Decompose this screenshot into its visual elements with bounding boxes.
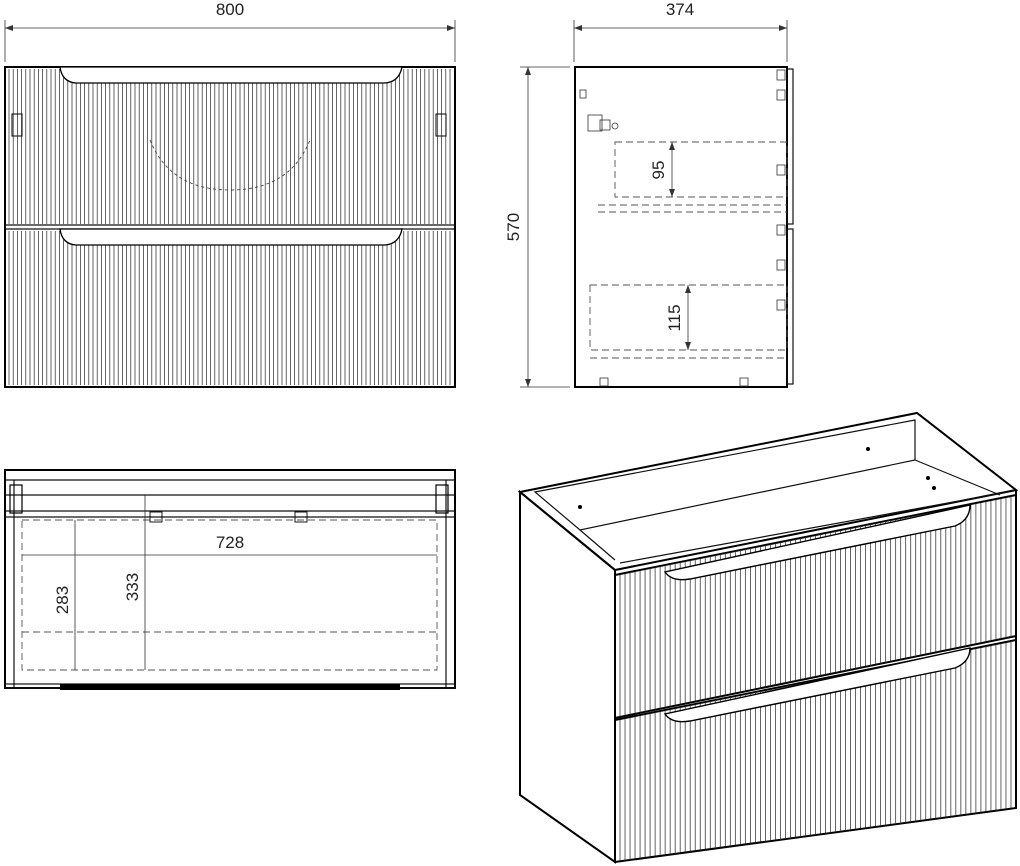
dim-inner-width-label: 728 bbox=[216, 533, 244, 552]
front-cabinet-outline bbox=[4, 66, 456, 388]
dim-inner-depth-b-label: 333 bbox=[123, 573, 142, 601]
front-upper-handle bbox=[59, 66, 403, 84]
dim-front-width: 800 bbox=[4, 0, 456, 62]
dim-inner-depth-b: 333 bbox=[123, 495, 146, 670]
dim-inner-width: 728 bbox=[22, 533, 437, 556]
side-cabinet-outline bbox=[574, 66, 788, 388]
front-lower-drawer-fluting bbox=[8, 231, 451, 385]
front-right-hinge bbox=[435, 113, 447, 137]
isometric-view bbox=[517, 411, 1019, 864]
front-upper-drawer-fluting bbox=[8, 69, 451, 224]
iso-lower-drawer-fluting bbox=[619, 641, 1012, 862]
top-right-hinge bbox=[435, 484, 449, 514]
iso-upper-drawer-fluting bbox=[619, 496, 1012, 717]
side-upper-drawer-box bbox=[614, 141, 788, 198]
dim-upper-drawer: 95 bbox=[649, 142, 675, 197]
side-hardware-marks bbox=[579, 69, 786, 387]
dim-height: 570 bbox=[504, 66, 570, 388]
top-inner-drawer bbox=[21, 519, 438, 671]
dim-inner-depth-a: 283 bbox=[53, 520, 76, 670]
dim-upper-drawer-label: 95 bbox=[649, 161, 668, 180]
dim-lower-drawer: 115 bbox=[665, 285, 691, 350]
front-view: 800 bbox=[4, 0, 456, 388]
dim-inner-depth-a-label: 283 bbox=[53, 586, 72, 614]
top-view: 728 283 333 bbox=[4, 469, 456, 690]
dim-front-width-label: 800 bbox=[216, 0, 244, 19]
dim-side-depth: 374 bbox=[573, 0, 788, 62]
front-lower-handle bbox=[59, 228, 403, 246]
dim-height-label: 570 bbox=[504, 213, 523, 241]
iso-lower-handle bbox=[663, 647, 971, 723]
side-lower-drawer-box bbox=[589, 284, 788, 351]
side-view: 374 570 95 bbox=[504, 0, 794, 388]
top-cabinet-outline bbox=[4, 469, 456, 689]
front-left-hinge bbox=[11, 113, 23, 137]
top-left-hinge bbox=[9, 484, 23, 514]
dim-side-depth-label: 374 bbox=[666, 0, 694, 19]
dim-lower-drawer-label: 115 bbox=[665, 304, 684, 331]
iso-upper-handle bbox=[663, 504, 971, 581]
iso-upper-drawer-front bbox=[614, 493, 1017, 720]
